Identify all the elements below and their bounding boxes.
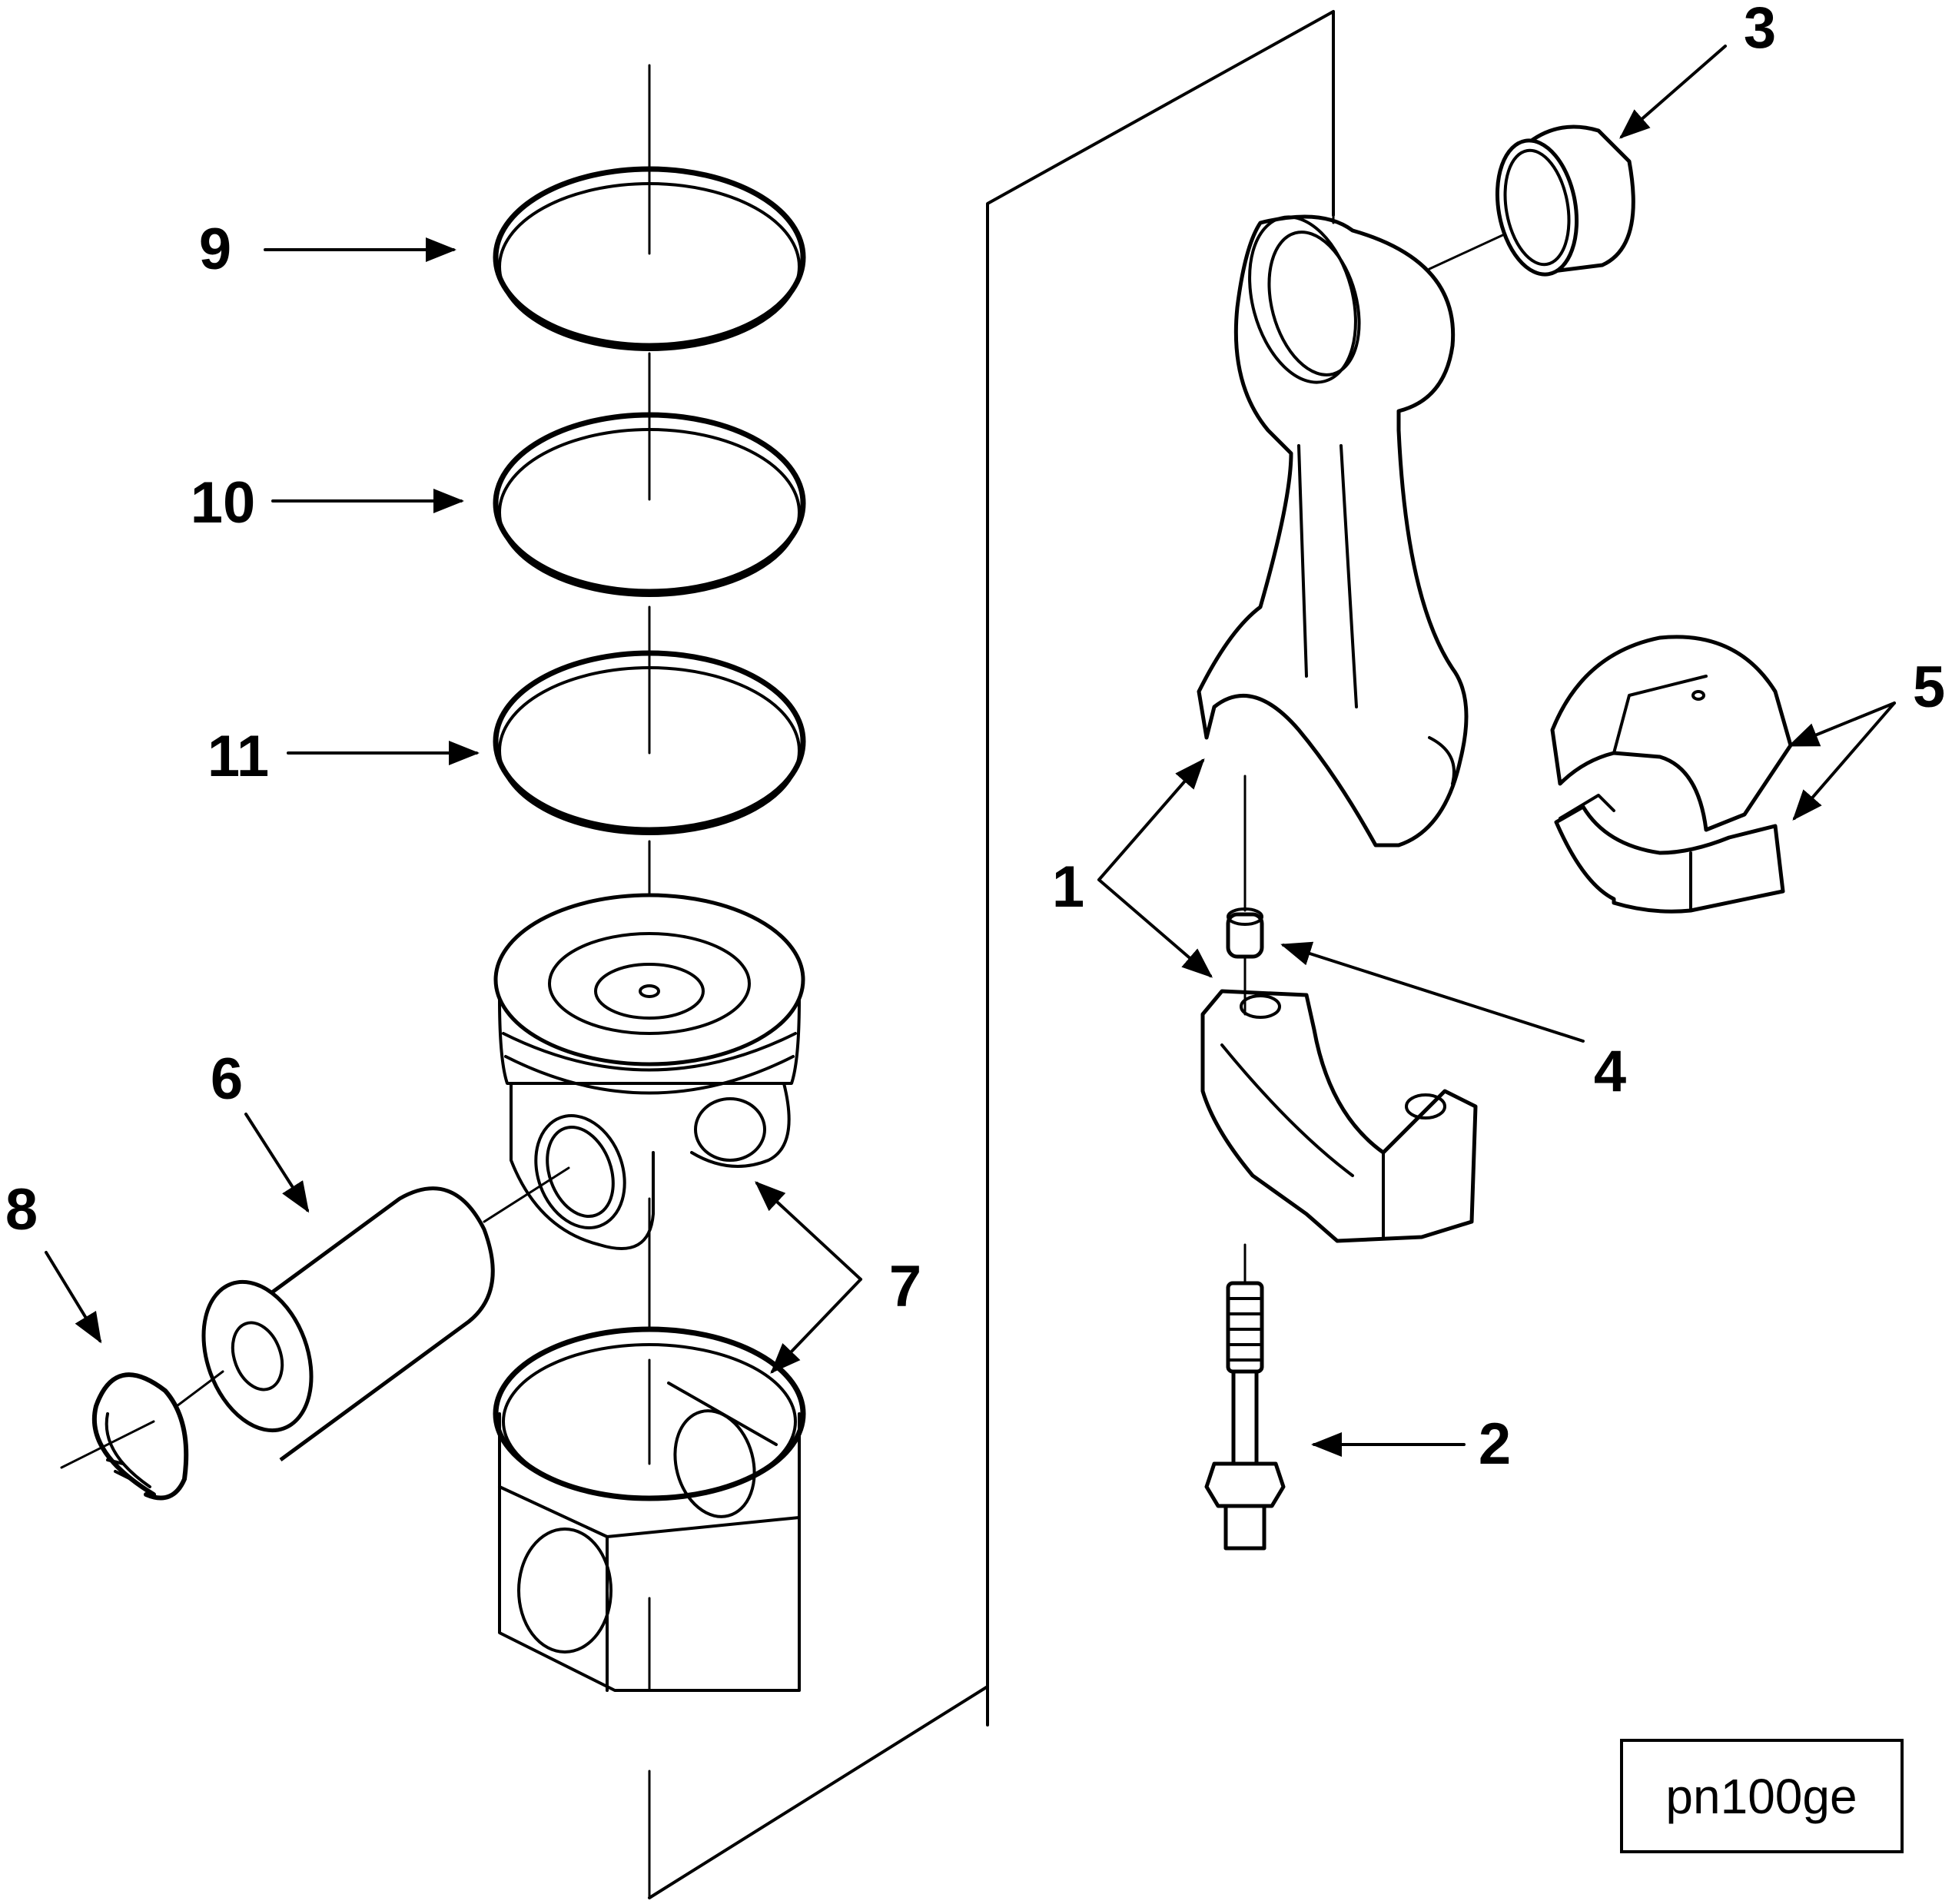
leader-6 — [244, 1113, 310, 1213]
leader-5-upper — [1788, 702, 1896, 747]
leader-5-lower — [1792, 702, 1896, 821]
callout-6: 6 — [211, 1047, 243, 1112]
retaining-ring — [60, 1372, 189, 1501]
piston — [493, 893, 805, 1250]
piston-pin-bushing — [1495, 124, 1635, 277]
callout-4: 4 — [1594, 1039, 1626, 1104]
connecting-rod-bearings — [1550, 635, 1793, 914]
leader-4 — [1280, 941, 1585, 1043]
piston-ring-oil — [493, 650, 806, 835]
piston-ring-top — [493, 166, 806, 351]
cap-dowel — [1226, 907, 1264, 959]
leader-8 — [45, 1251, 102, 1344]
leader-7-upper — [755, 1181, 862, 1281]
piston-ring-intermediate — [493, 412, 806, 597]
piston-pin — [175, 1166, 570, 1462]
figure-code: pn100ge — [1665, 1769, 1857, 1824]
leader-1-upper — [1097, 758, 1205, 881]
leader-arrows — [45, 45, 1896, 1457]
callout-2: 2 — [1479, 1411, 1511, 1477]
figure-code-box: pn100ge — [1620, 1739, 1904, 1853]
callout-11: 11 — [207, 724, 269, 789]
connecting-rod-cap — [1200, 989, 1478, 1243]
piston-alternate — [493, 1326, 806, 1692]
leader-7-lower — [770, 1278, 862, 1374]
callout-9: 9 — [199, 217, 231, 282]
callout-3: 3 — [1744, 0, 1776, 61]
callout-5: 5 — [1913, 655, 1945, 720]
callout-1: 1 — [1052, 854, 1084, 920]
callout-8: 8 — [5, 1177, 38, 1242]
callout-10: 10 — [191, 470, 256, 536]
connecting-rod — [1197, 10, 1531, 912]
leader-3 — [1618, 45, 1727, 139]
leader-1-lower — [1097, 878, 1213, 978]
callout-7: 7 — [889, 1254, 921, 1319]
connecting-rod-capscrew — [1204, 955, 1286, 1551]
